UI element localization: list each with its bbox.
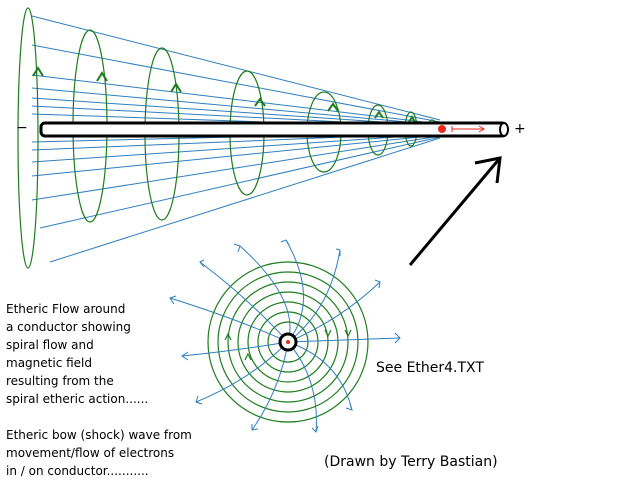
etheric-flow-lines <box>31 15 441 263</box>
electron <box>438 125 485 133</box>
ring-direction-arrows <box>32 66 416 123</box>
conductor <box>39 121 509 138</box>
etheric-flow-caption: Etheric Flow around a conductor showing … <box>6 302 149 406</box>
bow-wave-arrows <box>169 239 401 433</box>
positive-terminal-label: + <box>514 121 526 137</box>
bow-wave-caption: Etheric bow (shock) wave from movement/f… <box>6 428 192 478</box>
reference-note: See Ether4.TXT <box>376 360 484 376</box>
author-credit: (Drawn by Terry Bastian) <box>324 454 498 470</box>
spiral-flow-rings <box>17 7 437 269</box>
cross-section-ring-arrows <box>224 329 352 361</box>
pointer-arrow <box>408 156 502 266</box>
cross-section-rings <box>207 261 369 423</box>
negative-terminal-label: − <box>16 120 28 136</box>
bow-wave-spiral-lines <box>169 239 401 433</box>
cross-section-conductor <box>278 332 298 352</box>
